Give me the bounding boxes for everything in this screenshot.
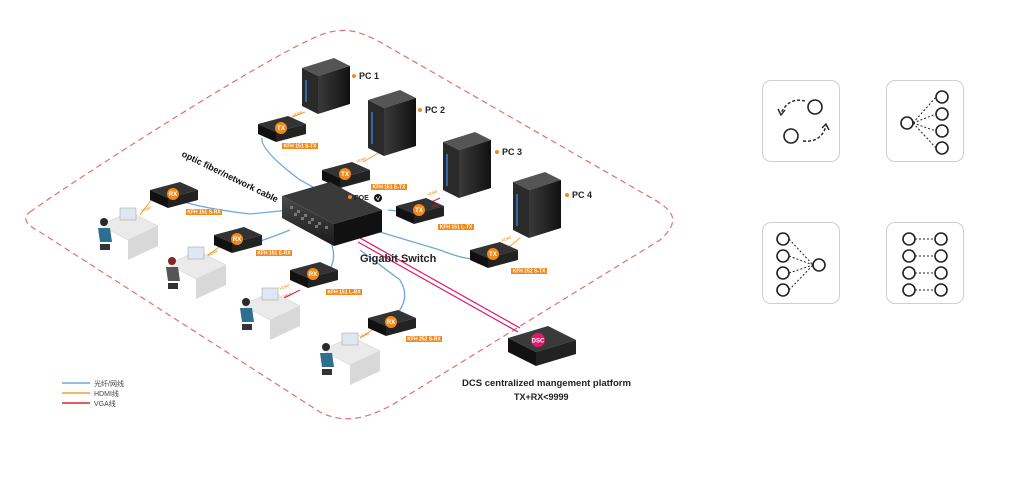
rx-badge-2: RX xyxy=(233,237,241,243)
dsc-badge: DSC xyxy=(532,339,545,345)
mode-tile-many-to-one xyxy=(762,222,840,304)
tx-model-tag-1 xyxy=(282,143,318,149)
workstation-3 xyxy=(240,287,301,340)
pc-label-4: PC 4 xyxy=(572,190,592,200)
tx2-port-label: HDMI xyxy=(356,156,367,164)
rx-model-4: KFH 252 S-RX xyxy=(407,337,441,343)
switch-label: Gigabit Switch xyxy=(360,253,437,265)
rx-box-3: RX xyxy=(290,262,338,288)
one-to-many-icon xyxy=(900,90,949,155)
many-to-one-icon xyxy=(776,232,826,297)
rx1-port-label: HDMI xyxy=(141,205,152,213)
point-to-point-icon xyxy=(777,99,830,144)
tx-model-4: KFH 252 S-TX xyxy=(513,269,546,275)
mode-tile-many-to-many xyxy=(886,222,964,304)
rx-badge-3: RX xyxy=(309,272,317,278)
pc-label-3: PC 3 xyxy=(502,147,522,157)
lan-boundary xyxy=(25,29,674,420)
rx-model-3: KFH 151 L-RX xyxy=(327,290,361,296)
mode-tile-one-to-many xyxy=(886,80,964,162)
pc-tower-4 xyxy=(513,172,561,238)
rx4-port-label: HDMI xyxy=(359,331,370,339)
tx-badge-4: TX xyxy=(489,252,497,258)
tx3-port-label: HDMI xyxy=(427,189,438,197)
platform-capacity: TX+RX<9999 xyxy=(514,392,569,402)
rx-badge-1: RX xyxy=(169,192,177,198)
rx-model-2: KFH 151 E-RX xyxy=(257,251,291,257)
poe-icon xyxy=(375,195,381,201)
poe-label: POE xyxy=(354,195,369,202)
rx-model-tag-3 xyxy=(326,289,362,295)
rx2-port-label: HDMI xyxy=(207,249,218,257)
tx-model-tag-3 xyxy=(438,224,474,230)
tx-badge-2: TX xyxy=(341,172,349,178)
tx4-port-label: HDMI xyxy=(501,235,512,243)
rx3-port-label: HDMI xyxy=(279,283,290,291)
mode-tile-point-to-point xyxy=(762,80,840,162)
many-to-many-icon xyxy=(902,232,948,297)
rx-badge-4: RX xyxy=(387,320,395,326)
legend-label-fiber: 光纤/网线 xyxy=(94,379,124,388)
workstation-4 xyxy=(320,332,381,385)
rx-model-tag-4 xyxy=(406,336,442,342)
rx-model-tag-2 xyxy=(256,250,292,256)
pc-tower-3 xyxy=(443,132,491,198)
tx1-port-label: HDMI xyxy=(292,110,303,118)
tx-box-3: TX xyxy=(396,198,444,224)
tx-model-3: KFH 151 L-TX xyxy=(440,225,473,231)
gigabit-switch xyxy=(282,182,382,246)
tx-box-4: TX xyxy=(470,242,518,268)
dsc-platform-box: DSC xyxy=(508,326,576,366)
rx-model-tag-1 xyxy=(186,209,222,215)
rx3-vga-label: VGA xyxy=(283,291,293,299)
tx-model-2: KFH 151 E-TX xyxy=(373,185,406,191)
tx-box-2: TX xyxy=(322,162,370,188)
workstation-2 xyxy=(166,246,227,299)
tx-badge-3: TX xyxy=(415,208,423,214)
legend: 光纤/网线 HDMI线 VGA线 xyxy=(62,379,124,408)
tx-box-1: TX xyxy=(258,116,306,142)
rx-box-1: RX xyxy=(150,182,198,208)
dsc-link xyxy=(357,237,521,333)
pc-label-2: PC 2 xyxy=(425,105,445,115)
tx-badge-1: TX xyxy=(277,126,285,132)
tx-model-1: KFH 151 S-TX xyxy=(284,144,317,150)
tx-model-tag-2 xyxy=(371,184,407,190)
platform-label: DCS centralized mangement platform xyxy=(462,378,631,389)
legend-label-hdmi: HDMI线 xyxy=(94,389,119,398)
workstation-1 xyxy=(98,207,159,260)
rx-box-4: RX xyxy=(368,310,416,336)
pc-tower-2 xyxy=(368,90,416,156)
legend-label-vga: VGA线 xyxy=(94,399,116,408)
rx-model-1: KFH 151 S-RX xyxy=(187,210,221,216)
pc-label-1: PC 1 xyxy=(359,71,379,81)
pc-tower-1 xyxy=(302,58,350,114)
tx3-vga-label: VGA xyxy=(431,201,441,209)
rx-box-2: RX xyxy=(214,227,262,253)
tx-model-tag-4 xyxy=(511,268,547,274)
